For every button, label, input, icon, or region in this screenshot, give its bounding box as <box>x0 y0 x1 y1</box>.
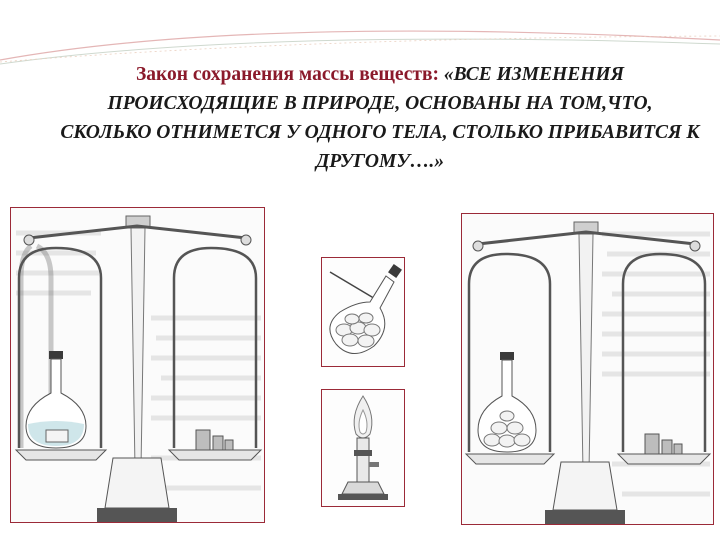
flask-icon <box>322 258 404 366</box>
balance-liquid-figure <box>10 207 265 523</box>
slide-title: Закон сохранения массы веществ: «ВСЕ ИЗМ… <box>60 60 700 176</box>
title-lead: Закон сохранения массы веществ: <box>135 64 440 85</box>
balance-scale-icon <box>11 208 264 522</box>
title-quote: «ВСЕ ИЗМЕНЕНИЯ ПРОИСХОДЯЩИЕ В ПРИРОДЕ, О… <box>60 64 700 172</box>
burner-figure <box>321 389 405 507</box>
decorative-swoosh <box>0 30 720 65</box>
burner-icon <box>322 390 404 506</box>
balance-lumps-figure <box>461 213 714 525</box>
balance-scale-icon <box>462 214 713 524</box>
sealed-flask-figure <box>321 257 405 367</box>
